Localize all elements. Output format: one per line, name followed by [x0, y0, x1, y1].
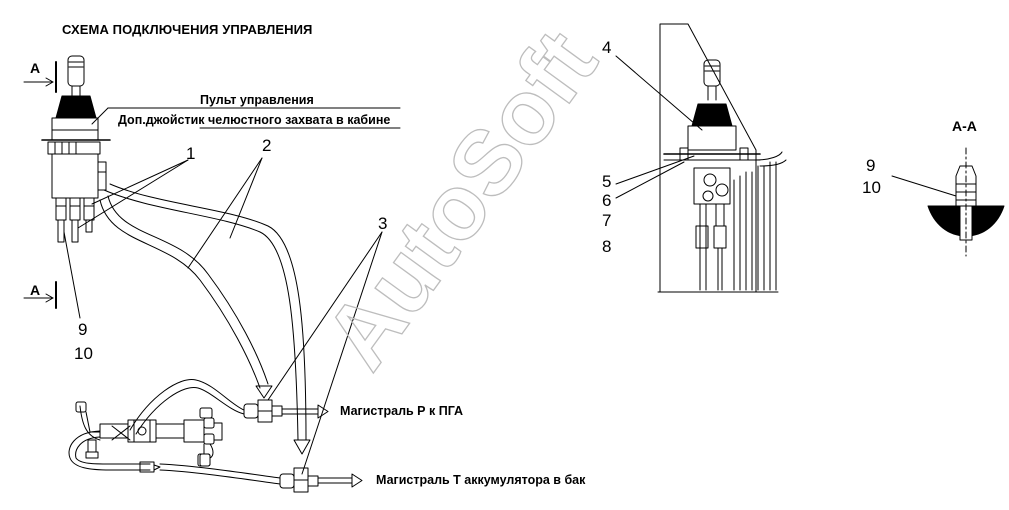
callout-1: 1 — [186, 144, 196, 163]
callout-4: 4 — [602, 38, 612, 57]
callout-9-10-leader-left — [63, 231, 81, 319]
hose-b — [103, 183, 307, 441]
arrow-down-p — [255, 385, 273, 399]
section-view-label: А-А — [952, 118, 977, 134]
distributor-manifold — [68, 379, 281, 485]
section-mark-bottom — [23, 281, 57, 309]
tee-fitting-t — [279, 467, 319, 493]
line-p-arrow — [281, 404, 329, 419]
cabin-detail-view — [615, 23, 787, 293]
callout-3-leaders — [267, 231, 383, 475]
caption-line-t: Магистраль Т аккумулятора в бак — [376, 473, 586, 487]
tee-fitting-p — [243, 399, 283, 423]
callout-10-left: 10 — [74, 344, 93, 363]
hose-a — [99, 195, 269, 389]
callout-6: 6 — [602, 191, 612, 210]
callout-9-left: 9 — [78, 320, 88, 339]
joystick-control-panel — [41, 55, 111, 243]
section-mark-top — [23, 61, 57, 93]
caption-joystick: Доп.джойстик челюстного захвата в кабине — [118, 113, 391, 127]
callout-9-right: 9 — [866, 156, 876, 175]
callout-3: 3 — [378, 214, 388, 233]
watermark: AutoSoft — [306, 13, 617, 387]
callout-2: 2 — [262, 136, 272, 155]
caption-leaders — [91, 107, 401, 129]
caption-line-p: Магистраль Р к ПГА — [340, 404, 464, 418]
callout-10-right: 10 — [862, 178, 881, 197]
section-label-top: А — [30, 60, 41, 76]
section-label-bottom: А — [30, 282, 41, 298]
callout-8: 8 — [602, 237, 612, 256]
callout-1-leaders — [77, 159, 189, 229]
diagram-title: СХЕМА ПОДКЛЮЧЕНИЯ УПРАВЛЕНИЯ — [62, 22, 313, 37]
callout-5: 5 — [602, 172, 612, 191]
caption-control-panel: Пульт управления — [200, 93, 314, 107]
section-view-aa — [891, 147, 1005, 257]
callout-7: 7 — [602, 211, 612, 230]
line-t-arrow — [317, 473, 363, 488]
arrow-down-t — [293, 439, 311, 455]
